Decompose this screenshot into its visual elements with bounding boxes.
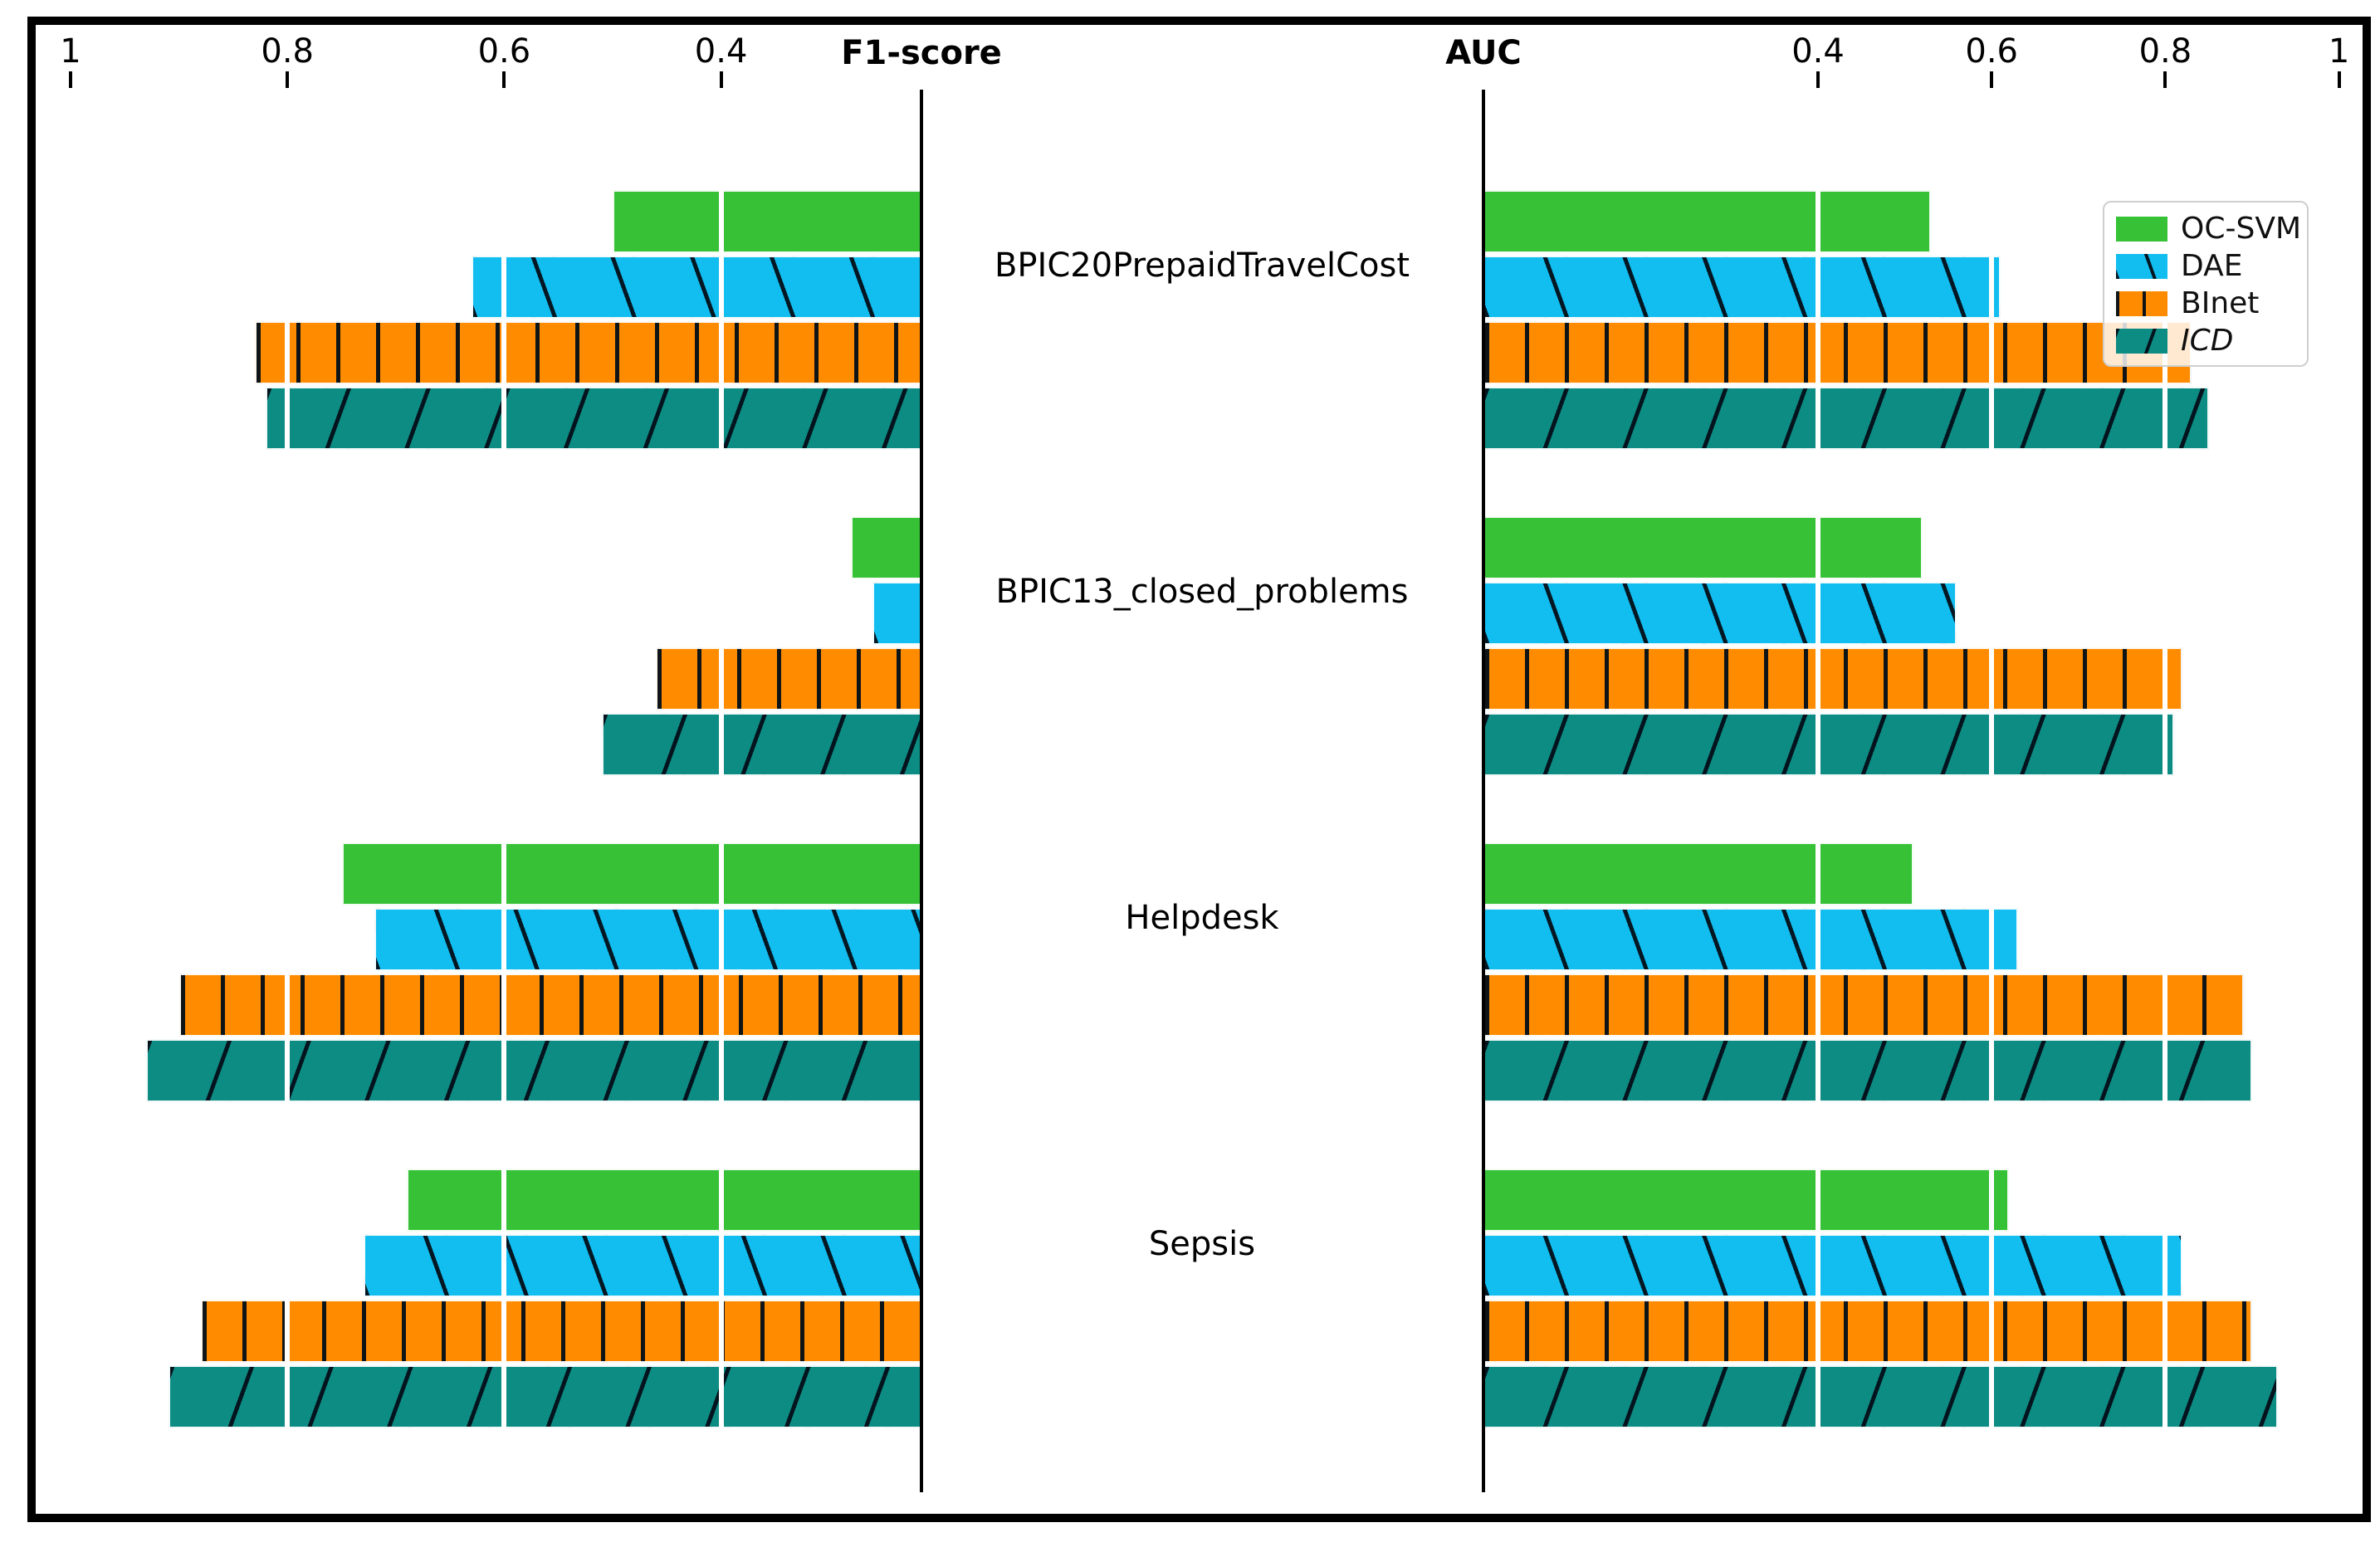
bar-oc-svm-bpic20prepaidtravelcost bbox=[613, 190, 921, 253]
gridline bbox=[2163, 90, 2168, 1492]
f1-axis-line bbox=[920, 90, 923, 1492]
bar-dae-sepsis bbox=[363, 1234, 921, 1297]
x-tick-mark bbox=[69, 71, 72, 88]
x-tick-label: 0.6 bbox=[1965, 32, 2018, 71]
legend-entry-oc-svm: OC-SVM bbox=[2116, 210, 2307, 247]
x-tick-label: 0.8 bbox=[261, 32, 314, 71]
bar-dae-bpic20prepaidtravelcost bbox=[1483, 256, 2001, 319]
legend-label-binet: BInet bbox=[2181, 285, 2260, 320]
bar-dae-bpic20prepaidtravelcost bbox=[472, 256, 921, 319]
category-label-bpic20: BPIC20PrepaidTravelCost bbox=[994, 246, 1410, 285]
legend-entry-icd: ICD bbox=[2116, 322, 2307, 359]
bar-oc-svm-bpic20prepaidtravelcost bbox=[1483, 190, 1931, 253]
gridline bbox=[1816, 90, 1820, 1492]
bar-binet-sepsis bbox=[1483, 1300, 2252, 1363]
x-tick-mark bbox=[286, 71, 290, 88]
bar-binet-bpic20prepaidtravelcost bbox=[1483, 321, 2192, 384]
x-tick-label: 1 bbox=[60, 32, 81, 71]
bar-dae-helpdesk bbox=[374, 908, 921, 971]
panel-title-auc: AUC bbox=[1445, 34, 1522, 72]
bar-binet-sepsis bbox=[200, 1300, 921, 1363]
x-tick-mark bbox=[1816, 71, 1820, 88]
bar-dae-bpic13-closed-problems bbox=[1483, 582, 1957, 645]
legend-label-dae: DAE bbox=[2181, 248, 2243, 283]
x-tick-label: 1 bbox=[2328, 32, 2350, 71]
x-tick-label: 0.8 bbox=[2138, 32, 2192, 71]
x-tick-label: 0.4 bbox=[694, 32, 748, 71]
category-label-helpdesk: Helpdesk bbox=[1125, 899, 1279, 937]
bar-icd-bpic13-closed-problems bbox=[1483, 713, 2174, 776]
x-tick-label: 0.6 bbox=[477, 32, 531, 71]
bar-binet-helpdesk bbox=[178, 974, 921, 1037]
auc-axis-line bbox=[1482, 90, 1485, 1492]
category-label-sepsis: Sepsis bbox=[1148, 1225, 1256, 1263]
gridline bbox=[501, 90, 507, 1492]
legend-entry-dae: DAE bbox=[2116, 247, 2307, 285]
x-tick-label: 0.4 bbox=[1791, 32, 1845, 71]
bar-binet-bpic13-closed-problems bbox=[1483, 647, 2183, 710]
gridline bbox=[68, 90, 73, 1492]
category-label-bpic13: BPIC13_closed_problems bbox=[995, 573, 1409, 611]
bar-icd-bpic20prepaidtravelcost bbox=[1483, 387, 2209, 450]
bar-binet-bpic13-closed-problems bbox=[656, 647, 921, 710]
x-tick-mark bbox=[2163, 71, 2167, 88]
figure-border bbox=[27, 17, 2371, 1522]
legend-swatch-icd bbox=[2116, 328, 2167, 354]
legend-label-icd: ICD bbox=[2181, 323, 2234, 358]
bar-icd-sepsis bbox=[168, 1365, 921, 1428]
bar-dae-bpic13-closed-problems bbox=[872, 582, 921, 645]
gridline bbox=[1989, 90, 1995, 1492]
bar-oc-svm-helpdesk bbox=[1483, 842, 1914, 905]
legend-label-oc-svm: OC-SVM bbox=[2181, 211, 2302, 246]
bar-dae-helpdesk bbox=[1483, 908, 2018, 971]
bar-icd-bpic13-closed-problems bbox=[601, 713, 921, 776]
panel-title-f1-score: F1-score bbox=[841, 34, 1002, 72]
bar-binet-helpdesk bbox=[1483, 974, 2244, 1037]
x-tick-mark bbox=[1990, 71, 1994, 88]
x-tick-mark bbox=[2337, 71, 2341, 88]
bar-oc-svm-sepsis bbox=[406, 1169, 921, 1232]
legend-entry-binet: BInet bbox=[2116, 285, 2307, 322]
legend-swatch-dae bbox=[2116, 253, 2167, 279]
bar-oc-svm-bpic13-closed-problems bbox=[1483, 516, 1923, 579]
legend-swatch-oc-svm bbox=[2116, 216, 2167, 242]
bar-icd-helpdesk bbox=[1483, 1039, 2252, 1102]
bar-icd-helpdesk bbox=[146, 1039, 921, 1102]
x-tick-mark bbox=[502, 71, 506, 88]
gridline bbox=[285, 90, 291, 1492]
legend-swatch-binet bbox=[2116, 290, 2167, 316]
bar-oc-svm-sepsis bbox=[1483, 1169, 2010, 1232]
bar-icd-sepsis bbox=[1483, 1365, 2279, 1428]
gridline bbox=[2336, 90, 2342, 1492]
bar-icd-bpic20prepaidtravelcost bbox=[266, 387, 921, 450]
bar-oc-svm-helpdesk bbox=[341, 842, 921, 905]
gridline bbox=[718, 90, 724, 1492]
bar-oc-svm-bpic13-closed-problems bbox=[851, 516, 921, 579]
bar-dae-sepsis bbox=[1483, 1234, 2183, 1297]
x-tick-mark bbox=[719, 71, 723, 88]
bar-binet-bpic20prepaidtravelcost bbox=[255, 321, 921, 384]
legend: OC-SVM DAE BInet ICD bbox=[2103, 201, 2309, 367]
